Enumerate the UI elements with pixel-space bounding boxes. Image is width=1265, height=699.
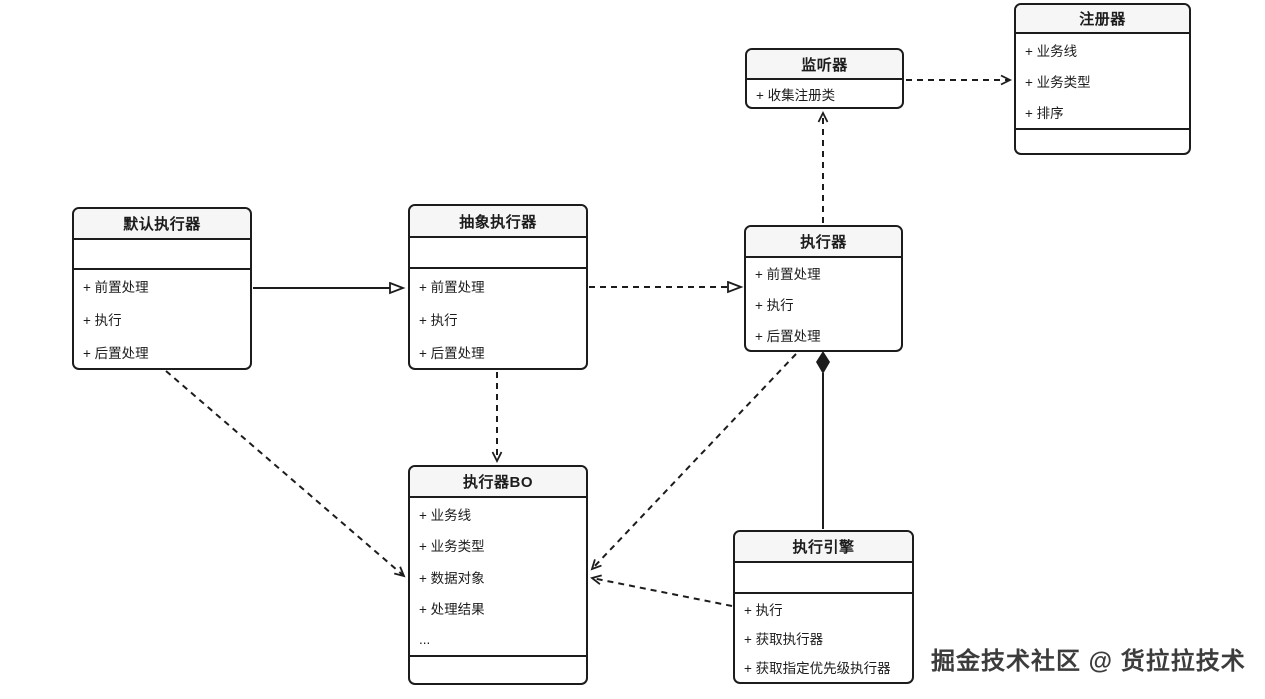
class-box-executor-bo: 执行器BO + 业务线 + 业务类型 + 数据对象 + 处理结果 ... <box>408 465 588 685</box>
class-title: 注册器 <box>1016 5 1189 32</box>
class-method: + 执行 <box>419 312 458 328</box>
class-box-executor: 执行器 + 前置处理 + 执行 + 后置处理 <box>744 225 903 352</box>
class-method: + 后置处理 <box>419 345 485 361</box>
class-attributes-section <box>74 238 250 268</box>
class-attribute: + 业务类型 <box>419 539 485 555</box>
class-method: + 获取执行器 <box>744 631 824 647</box>
class-attribute: + 排序 <box>1025 106 1064 122</box>
class-box-execution-engine: 执行引擎 + 执行 + 获取执行器 + 获取指定优先级执行器 <box>733 530 914 684</box>
class-attribute: ... <box>419 631 431 647</box>
edge-execution-engine-to-executor-bo <box>590 574 733 607</box>
class-title: 抽象执行器 <box>410 206 586 236</box>
class-methods-section <box>410 655 586 683</box>
class-attributes-section <box>735 561 912 592</box>
class-method: + 前置处理 <box>419 279 485 295</box>
watermark: 掘金技术社区 @ 货拉拉技术 <box>931 648 1246 675</box>
class-method: + 执行 <box>83 313 122 328</box>
class-methods-section: + 前置处理 + 执行 + 后置处理 <box>74 268 250 368</box>
class-attributes-section: + 业务线 + 业务类型 + 数据对象 + 处理结果 ... <box>410 496 586 655</box>
class-attribute: + 数据对象 <box>419 570 485 586</box>
class-methods-section: + 执行 + 获取执行器 + 获取指定优先级执行器 <box>735 592 912 682</box>
class-box-listener: 监听器 + 收集注册类 <box>745 48 904 109</box>
class-attributes-section: + 业务线 + 业务类型 + 排序 <box>1016 32 1189 128</box>
class-method: + 执行 <box>755 298 794 313</box>
class-attribute: + 业务线 <box>419 507 472 523</box>
class-methods-section: + 前置处理 + 执行 + 后置处理 <box>746 256 901 350</box>
class-attribute: + 业务类型 <box>1025 74 1091 90</box>
class-title: 执行引擎 <box>735 532 912 561</box>
class-attribute: + 收集注册类 <box>756 87 836 103</box>
class-title: 执行器 <box>746 227 901 256</box>
class-attribute: + 处理结果 <box>419 601 485 617</box>
class-box-registry: 注册器 + 业务线 + 业务类型 + 排序 <box>1014 3 1191 155</box>
class-method: + 获取指定优先级执行器 <box>744 661 891 677</box>
class-box-default-executor: 默认执行器 + 前置处理 + 执行 + 后置处理 <box>72 207 252 370</box>
class-method: + 执行 <box>744 602 783 618</box>
class-method: + 前置处理 <box>755 267 821 283</box>
class-title: 执行器BO <box>410 467 586 496</box>
class-methods-section <box>1016 128 1189 153</box>
edge-default-executor-to-executor-bo <box>165 370 406 578</box>
class-box-abstract-executor: 抽象执行器 + 前置处理 + 执行 + 后置处理 <box>408 204 588 370</box>
class-method: + 前置处理 <box>83 280 149 296</box>
class-method: + 后置处理 <box>755 328 821 344</box>
class-title: 默认执行器 <box>74 209 250 238</box>
class-methods-section: + 前置处理 + 执行 + 后置处理 <box>410 267 586 368</box>
class-attribute: + 业务线 <box>1025 43 1078 59</box>
class-title: 监听器 <box>747 50 902 78</box>
composition-diamond-icon <box>816 351 830 374</box>
class-attributes-section <box>410 236 586 267</box>
class-attributes-section: + 收集注册类 <box>747 78 902 107</box>
class-method: + 后置处理 <box>83 345 149 361</box>
